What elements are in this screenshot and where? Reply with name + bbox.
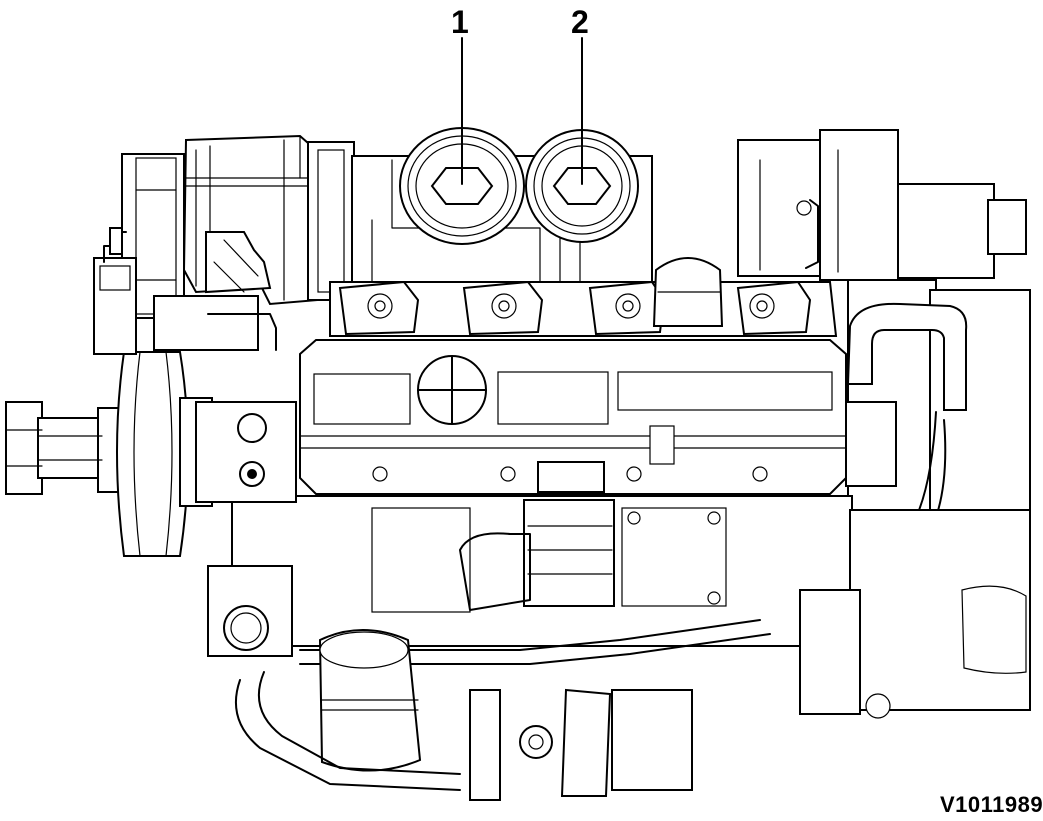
oil-filter-2: [525, 129, 639, 243]
injector: [338, 280, 420, 336]
thermostat-housing: [195, 401, 297, 657]
valve-cover: [299, 339, 847, 495]
oil-cooler: [234, 629, 461, 791]
right-bracket-upper: [737, 129, 1027, 281]
fuel-filter-cap: [652, 257, 724, 327]
crankshaft-flange: [5, 401, 125, 495]
callout-label-2: 2: [571, 4, 589, 40]
starter-pipe: [469, 688, 693, 801]
oil-filler-cap: [417, 355, 487, 425]
injector: [462, 280, 544, 336]
callout-label-1: 1: [451, 4, 469, 40]
crank-pulley: [116, 351, 213, 557]
alternator: [153, 134, 361, 351]
figure-id: V1011989: [940, 792, 1043, 817]
injector: [588, 280, 666, 336]
callout-leaders: [461, 37, 583, 185]
belt-tensioner: [93, 153, 185, 355]
injector: [736, 280, 812, 336]
injector-rail: [329, 257, 838, 355]
